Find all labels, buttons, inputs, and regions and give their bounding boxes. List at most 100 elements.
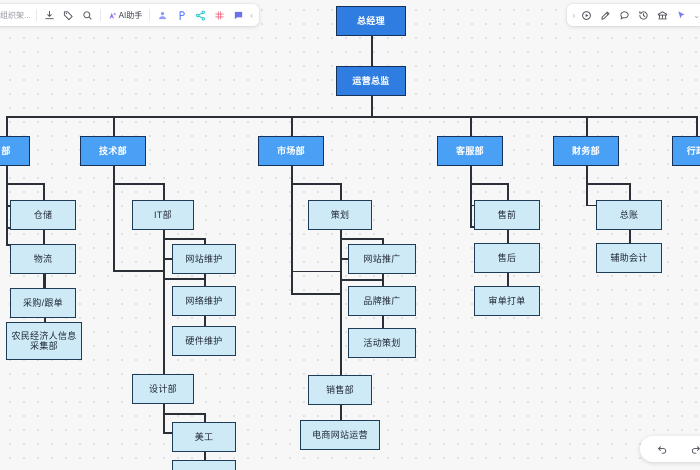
connector-line	[470, 183, 507, 185]
connector-line	[340, 293, 342, 420]
org-node[interactable]: 部	[0, 136, 30, 166]
connector-line	[113, 183, 163, 185]
org-node[interactable]: 客服部	[437, 136, 503, 166]
org-node-label: IT部	[154, 209, 172, 220]
share-person-icon[interactable]	[153, 6, 172, 25]
org-node[interactable]: 售前	[474, 200, 540, 230]
search-icon[interactable]	[78, 6, 97, 25]
connector-line	[507, 183, 509, 200]
expand-right-icon[interactable]: ›	[572, 10, 576, 20]
connector-line	[586, 166, 588, 205]
right-toolbar: › ⌄	[566, 4, 700, 26]
connector-line	[696, 116, 698, 136]
redo-icon[interactable]	[686, 440, 700, 459]
org-node[interactable]: 行政	[672, 136, 700, 166]
export-icon[interactable]	[40, 6, 59, 25]
connector-line	[204, 413, 206, 422]
org-node[interactable]: 审单打单	[474, 286, 540, 316]
cursor-icon[interactable]	[672, 6, 691, 25]
org-node[interactable]: 品牌推广	[348, 286, 416, 316]
org-node-label: 设计部	[149, 383, 177, 394]
org-node-label: 销售部	[326, 384, 354, 395]
toolbar-divider	[99, 9, 101, 21]
org-node[interactable]: 技术部	[80, 136, 146, 166]
pen-icon[interactable]	[596, 6, 615, 25]
ai-assistant-button[interactable]: AI助手	[104, 7, 147, 23]
org-node-label: 财务部	[572, 145, 600, 156]
org-node-label: 市场部	[277, 145, 305, 156]
org-node[interactable]: 市场部	[258, 136, 324, 166]
document-title: 组织架...	[0, 10, 31, 20]
connector-line	[586, 116, 588, 136]
org-node-label: 部	[1, 145, 11, 156]
org-node[interactable]: 网站推广	[348, 244, 416, 274]
org-node-label: 策划	[330, 209, 350, 220]
org-node-label: 硬件维护	[185, 335, 223, 346]
connector-line	[291, 116, 293, 136]
org-node[interactable]: 运营总监	[336, 66, 406, 96]
org-node[interactable]: 电商网站运营	[300, 420, 380, 450]
connector-line	[340, 183, 342, 200]
org-node[interactable]: 美工	[172, 422, 236, 452]
toolbar-divider	[35, 9, 37, 21]
history-icon[interactable]	[634, 6, 653, 25]
undo-icon[interactable]	[653, 440, 672, 459]
org-node-label: 技术部	[99, 145, 127, 156]
org-node[interactable]: 销售部	[308, 375, 372, 405]
connector-line	[371, 36, 373, 66]
org-node-label: 活动策划	[363, 337, 401, 348]
more-icon[interactable]: ⌄	[693, 10, 700, 20]
connector-line	[163, 183, 165, 200]
archive-icon[interactable]	[653, 6, 672, 25]
org-node-label: 售后	[497, 252, 517, 263]
org-node[interactable]: 财务部	[553, 136, 619, 166]
org-node[interactable]: 总账	[596, 200, 662, 230]
org-node[interactable]: 售后	[474, 243, 540, 273]
org-node[interactable]: 采购/跟单	[10, 288, 76, 318]
pin-icon[interactable]	[172, 6, 191, 25]
connector-line	[6, 166, 8, 244]
org-node[interactable]: 仓储	[10, 200, 76, 230]
org-node-label: 电商网站运营	[312, 429, 368, 440]
org-node[interactable]: 网络维护	[172, 286, 236, 316]
org-node[interactable]	[172, 460, 236, 470]
org-node-label: 辅助会计	[610, 252, 648, 263]
org-node[interactable]: 硬件维护	[172, 326, 236, 356]
comment-bubble-icon[interactable]	[615, 6, 634, 25]
connector-line	[113, 270, 163, 272]
connector-line	[382, 238, 384, 244]
org-node[interactable]: 总经理	[336, 6, 406, 36]
org-node[interactable]: 设计部	[132, 374, 194, 404]
connector-line	[163, 278, 204, 280]
connector-line	[44, 244, 46, 322]
connector-line	[586, 183, 629, 185]
connector-line	[291, 293, 340, 295]
ai-assistant-label: AI助手	[118, 10, 143, 20]
org-node-label: 物流	[33, 253, 53, 264]
connector-line	[6, 183, 43, 185]
connector-line	[291, 116, 371, 118]
connector-line	[6, 116, 8, 136]
collapse-left-icon[interactable]: ‹	[250, 10, 253, 20]
connector-line	[163, 413, 204, 415]
tag-icon[interactable]	[59, 6, 78, 25]
org-node[interactable]: 网站维护	[172, 244, 236, 274]
floating-action-widget	[640, 436, 700, 462]
org-node[interactable]: 活动策划	[348, 328, 416, 358]
org-node-label: 仓储	[33, 209, 53, 220]
connector-line	[291, 183, 340, 185]
connector-line	[113, 116, 115, 136]
org-node[interactable]: 农民经济人信息采集部	[6, 322, 82, 360]
share-icon[interactable]	[191, 6, 210, 25]
org-node-label: 售前	[497, 209, 517, 220]
ai-sparkle-icon	[109, 12, 116, 18]
template-icon[interactable]	[210, 6, 229, 25]
comment-icon[interactable]	[229, 6, 248, 25]
org-node[interactable]: IT部	[132, 200, 194, 230]
org-node[interactable]: 物流	[10, 244, 76, 274]
org-node[interactable]: 辅助会计	[596, 243, 662, 273]
org-node[interactable]: 策划	[308, 200, 372, 230]
present-icon[interactable]	[577, 6, 596, 25]
